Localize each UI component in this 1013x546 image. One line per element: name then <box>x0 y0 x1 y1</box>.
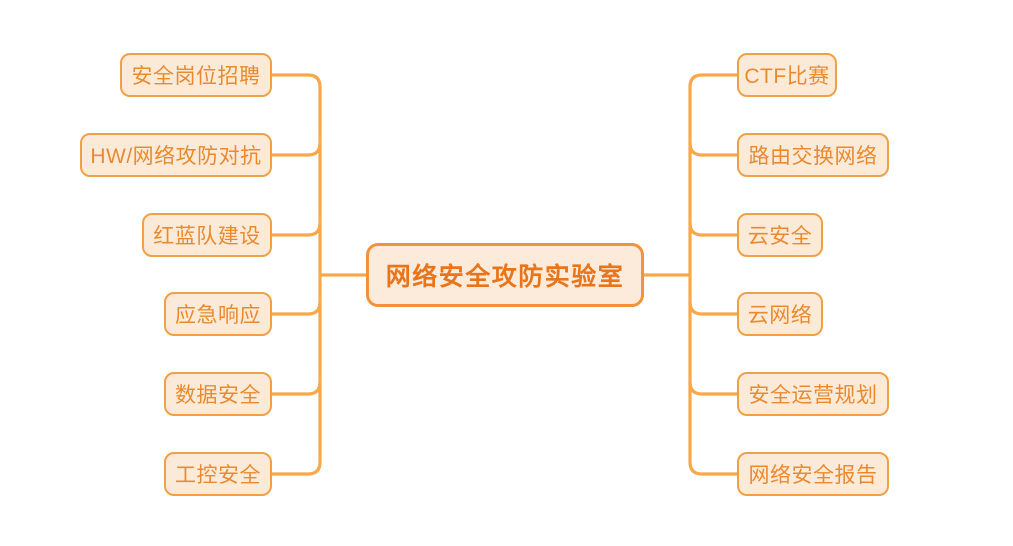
left-node-label: 工控安全 <box>175 464 261 487</box>
left-node-label: 安全岗位招聘 <box>131 65 261 88</box>
right-node-label: 云网络 <box>747 304 813 327</box>
right-branch-link-3 <box>688 221 739 237</box>
left-node-2[interactable]: HW/网络攻防对抗 <box>80 133 272 177</box>
left-node-3[interactable]: 红蓝队建设 <box>142 213 272 257</box>
right-node-2[interactable]: 路由交换网络 <box>737 133 889 177</box>
right-branch-link-5 <box>688 380 739 396</box>
right-node-label: 安全运营规划 <box>748 384 878 407</box>
left-node-label: 红蓝队建设 <box>153 225 261 248</box>
left-node-6[interactable]: 工控安全 <box>164 452 272 496</box>
right-node-label: 网络安全报告 <box>748 464 878 487</box>
left-branch-link-2 <box>270 141 322 157</box>
right-node-label: 云安全 <box>747 225 813 248</box>
right-branch-link-1 <box>688 73 739 89</box>
left-branch-link-4 <box>270 300 322 316</box>
right-branch-link-2 <box>688 141 739 157</box>
right-node-3[interactable]: 云安全 <box>737 213 823 257</box>
left-branch-link-5 <box>270 380 322 396</box>
left-node-5[interactable]: 数据安全 <box>164 372 272 416</box>
left-branch-link-6 <box>270 460 322 476</box>
right-node-5[interactable]: 安全运营规划 <box>737 372 889 416</box>
right-branch-link-6 <box>688 460 739 476</box>
center-node[interactable]: 网络安全攻防实验室 <box>366 243 644 307</box>
left-node-4[interactable]: 应急响应 <box>164 292 272 336</box>
right-node-4[interactable]: 云网络 <box>737 292 823 336</box>
left-branch-link-3 <box>270 221 322 237</box>
left-node-label: HW/网络攻防对抗 <box>90 145 262 168</box>
right-branch-link-4 <box>688 300 739 316</box>
right-node-1[interactable]: CTF比赛 <box>737 53 837 97</box>
right-node-label: 路由交换网络 <box>748 145 878 168</box>
left-branch-link-1 <box>270 73 322 89</box>
left-node-1[interactable]: 安全岗位招聘 <box>120 53 272 97</box>
right-node-label: CTF比赛 <box>744 65 830 88</box>
right-node-6[interactable]: 网络安全报告 <box>737 452 889 496</box>
center-node-label: 网络安全攻防实验室 <box>385 263 625 291</box>
left-node-label: 应急响应 <box>175 304 261 327</box>
left-node-label: 数据安全 <box>175 384 261 407</box>
